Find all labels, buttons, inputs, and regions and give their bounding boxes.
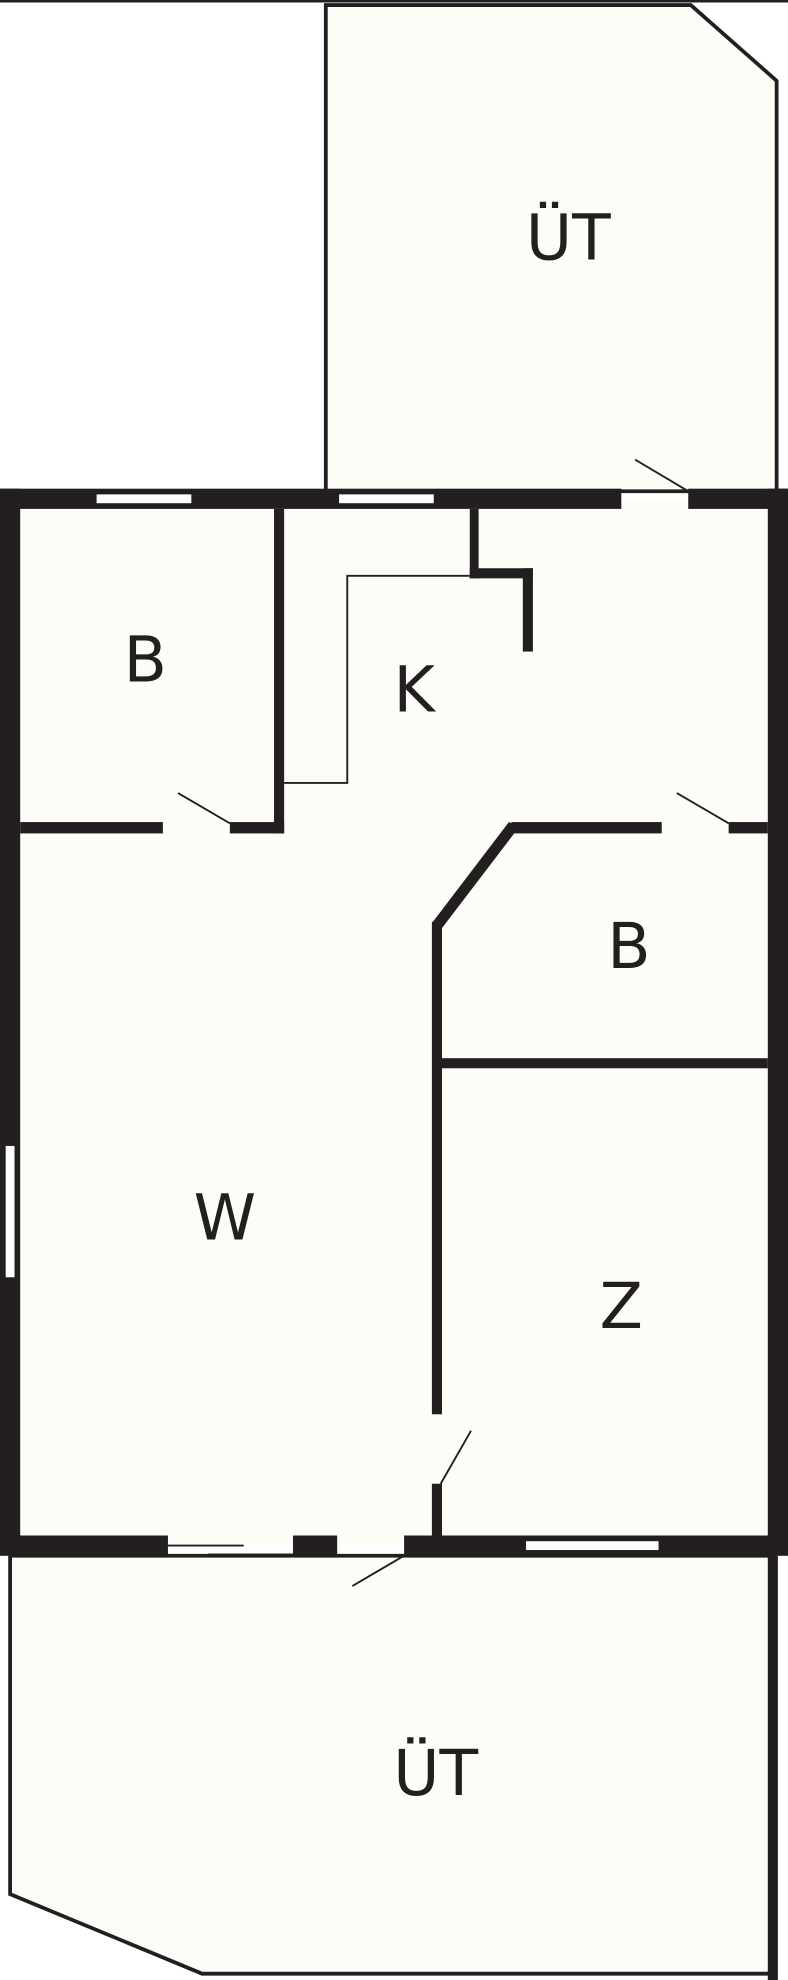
room-label-bedroom-left: B	[124, 622, 167, 696]
apartment-floor	[10, 498, 778, 1546]
room-label-bathroom: B	[607, 909, 650, 983]
room-label-living: W	[194, 1180, 256, 1254]
terrace-bottom	[8, 1553, 775, 1976]
door-swings	[167, 458, 730, 1587]
room-label-z: Z	[600, 1269, 643, 1343]
kitchen-counter-outline	[284, 574, 470, 784]
room-label-terrace-top: ÜT	[526, 201, 611, 275]
interior-walls	[20, 508, 768, 1536]
terrace-top	[323, 3, 779, 494]
room-label-kitchen: K	[394, 653, 437, 727]
room-label-terrace-bottom: ÜT	[393, 1736, 478, 1810]
windows	[4, 493, 660, 1552]
